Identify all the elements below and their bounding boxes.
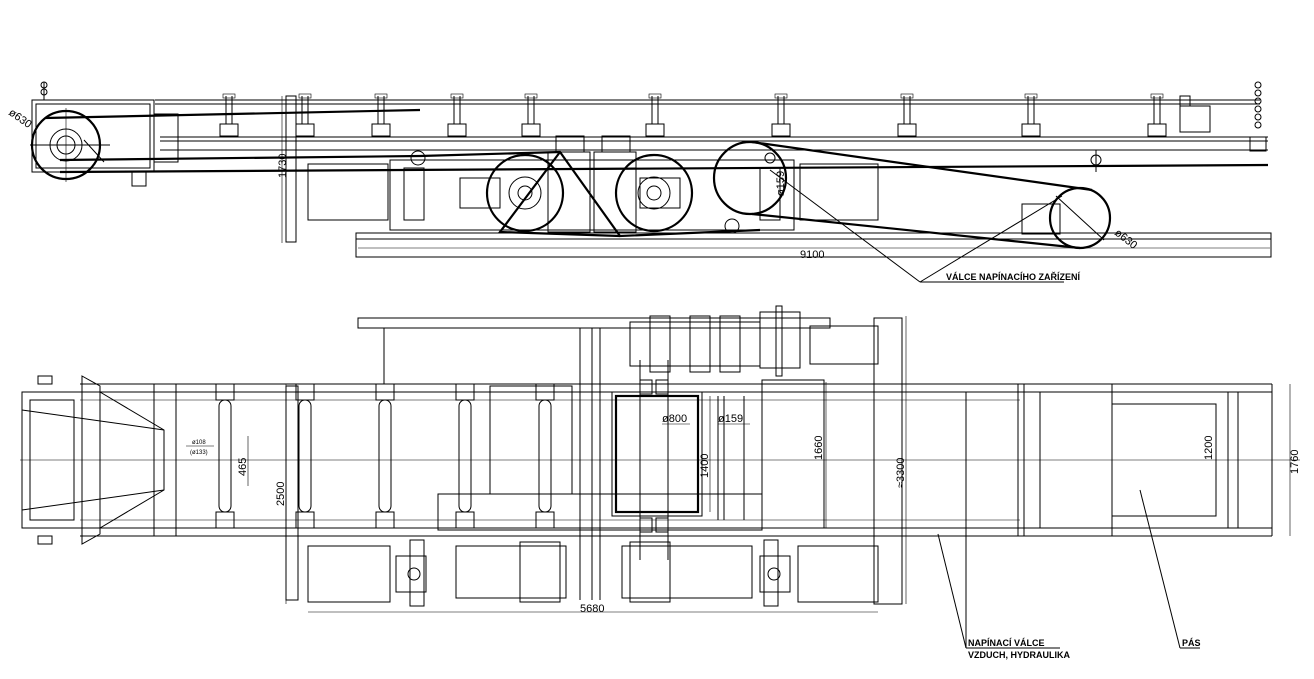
idler-stand [1021, 93, 1041, 137]
leader-tension-rollers [769, 169, 1064, 283]
dia-roller: ø159 [718, 413, 743, 425]
side-dimensions [281, 96, 1270, 249]
base-frame [285, 95, 1272, 258]
dia-idler-alt: (ø133) [190, 450, 208, 456]
plan-idler [215, 383, 235, 529]
tension-pulleys [712, 140, 1112, 250]
callout-belt: PÁS [1182, 638, 1201, 648]
idler-stand [447, 93, 467, 137]
idler-stand [897, 93, 917, 137]
tail-chain [1179, 81, 1267, 152]
dim-inner: 1200 [1203, 436, 1215, 460]
dim-width-total: ≈3300 [895, 457, 907, 488]
callout-tension-line2: VZDUCH, HYDRAULIKA [968, 650, 1070, 660]
head-drum-housing [30, 81, 179, 187]
dim-height-side: 1730 [277, 154, 289, 178]
plan-frame [20, 383, 1300, 537]
plan-idler [535, 383, 555, 529]
dim-width-belt: 1760 [1289, 450, 1301, 474]
callout-tension-line1: NAPÍNACÍ VÁLCE [968, 638, 1045, 648]
plan-view: 5680 2500 ≈3300 1760 1660 1400 1200 465 … [20, 305, 1301, 660]
plan-drum [611, 360, 745, 560]
idler-stand [1147, 93, 1167, 137]
plan-idlers [215, 383, 555, 529]
dim-length-plan: 5680 [580, 603, 604, 615]
idler-stand [771, 93, 791, 137]
idler-stand [219, 93, 239, 137]
plan-idler [455, 383, 475, 529]
dia-small-roller: ø159 [775, 171, 787, 196]
idler-stands [219, 93, 1167, 137]
drive-unit [389, 135, 795, 238]
dim-gap: 465 [237, 458, 249, 476]
plan-hopper [21, 375, 177, 545]
dim-width-frame: 2500 [275, 482, 287, 506]
idler-stand [521, 93, 541, 137]
plan-idler [375, 383, 395, 529]
plan-motor-right [621, 539, 879, 607]
top-rail [155, 99, 1268, 151]
idler-stand [371, 93, 391, 137]
dim-drum-length: 1400 [699, 454, 711, 478]
plan-leaders [937, 392, 1200, 649]
dim-guide: 1660 [813, 436, 825, 460]
dim-length-side: 9100 [800, 249, 824, 261]
plan-idler [295, 383, 315, 529]
dia-drive-pulley: ø630 [6, 107, 33, 131]
plan-motor-left [307, 539, 567, 607]
dia-drum: ø800 [662, 413, 687, 425]
plan-dimensions [186, 316, 1291, 613]
plan-gearbox-top [629, 305, 879, 377]
idler-stand [645, 93, 665, 137]
callout-tension-rollers: VÁLCE NAPÍNACÍHO ZAŘÍZENÍ [946, 271, 1081, 282]
dia-idler: ø108 [192, 440, 206, 446]
side-view: 9100 1730 ø630 ø630 ø159 VÁLCE NAPÍNACÍH… [6, 81, 1272, 283]
